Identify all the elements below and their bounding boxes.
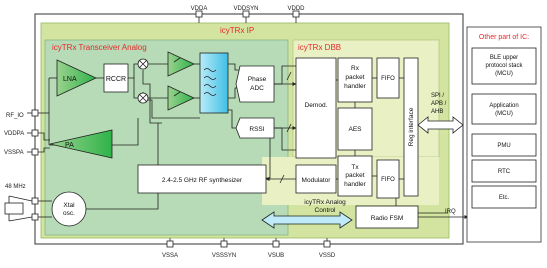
lna-block: LNA: [56, 59, 97, 97]
filter-block: [199, 52, 229, 114]
bottom-supply-pins: VSSA VSSSYN VSUB VSSD: [162, 240, 336, 259]
analog-title: icyTRx Transceiver Analog: [52, 43, 147, 52]
bus-arrow: SPI / APB / AHB: [417, 93, 464, 134]
pa-label: PA: [65, 142, 74, 149]
ble-stack-block: [471, 47, 537, 85]
lna-label: LNA: [63, 76, 77, 83]
xtal-label-2: osc.: [63, 210, 75, 217]
pad-xtal-2: [31, 213, 39, 221]
xtal-osc-block: Xtal osc.: [51, 191, 87, 227]
tx-handler-label-2: packet: [345, 172, 364, 179]
other-ic-title: Other part of IC:: [479, 34, 529, 41]
ip-title: icyTRx IP: [220, 26, 254, 35]
aes-block: AES: [337, 107, 373, 151]
modulator-block: Modulator: [295, 164, 337, 194]
pin-vddsyn: VDDSYN: [233, 6, 258, 12]
pad-vssa: [166, 240, 174, 248]
pad-vddd: [292, 10, 300, 18]
tx-handler-label-3: handler: [344, 181, 367, 188]
tx-handler-label-1: Tx: [351, 164, 359, 171]
rtc-block: [471, 159, 537, 183]
pad-vsssyn: [220, 240, 228, 248]
other-ic-panel: Other part of IC: BLE upper protocol sta…: [466, 26, 542, 243]
pin-vsssyn: VSSSYN: [212, 253, 236, 259]
application-label-1: Application: [489, 103, 518, 109]
synth-label: 2.4-2.5 GHz RF synthesizer: [162, 177, 243, 184]
pad-vsub: [272, 240, 280, 248]
tx-handler-block: Tx packet handler: [337, 155, 373, 197]
if-amplifiers: [167, 51, 195, 111]
rtc-label: RTC: [498, 169, 511, 175]
fifo-tx-label: FIFO: [381, 177, 395, 183]
rccr-block: RCCR: [103, 63, 129, 93]
if-amp-q-icon: [167, 85, 195, 111]
analog-control-arrow: icyTRx Analog Control: [261, 199, 353, 229]
pin-vsspa: VSSPA: [4, 150, 24, 156]
bus-label-3: AHB: [431, 109, 443, 115]
pad-vssd: [323, 240, 331, 248]
aes-label: AES: [348, 126, 362, 133]
rx-handler-label-2: packet: [345, 74, 364, 81]
rx-handler-label-1: Rx: [351, 65, 360, 72]
etc-block: [471, 185, 537, 209]
ble-stack-label-2: protocol stack: [485, 63, 523, 69]
pmu-block: [471, 133, 537, 157]
reg-interface-block: Reg interface: [403, 57, 419, 197]
rx-handler-label-3: handler: [344, 83, 367, 90]
mixer-icons: [137, 58, 149, 104]
pad-xtal-1: [31, 197, 39, 205]
pad-rf-io: [31, 109, 39, 117]
pmu-label: PMU: [497, 143, 510, 149]
fifo-tx-block: FIFO: [376, 159, 400, 199]
application-block: [471, 93, 537, 125]
pin-48mhz: 48 MHz: [5, 184, 26, 190]
modulator-label: Modulator: [302, 177, 332, 184]
fifo-rx-block: FIFO: [376, 57, 400, 99]
rx-handler-block: Rx packet handler: [337, 57, 373, 103]
pad-vddsyn: [242, 10, 250, 18]
left-pins: RF_IO VDDPA VSSPA 48 MHz: [4, 109, 39, 222]
fifo-rx-label: FIFO: [381, 76, 395, 82]
reg-interface-label: Reg interface: [408, 107, 415, 146]
radio-fsm-label: Radio FSM: [371, 215, 404, 222]
rssi-label: RSSI: [249, 126, 264, 133]
demod-label: Demod.: [305, 102, 328, 109]
pad-vddpa: [31, 129, 39, 137]
xtal-label-1: Xtal: [63, 202, 75, 209]
bus-label-1: SPI /: [431, 93, 444, 99]
rccr-label: RCCR: [106, 76, 126, 83]
pin-vddd: VDDD: [287, 6, 305, 12]
ble-stack-label-3: (MCU): [495, 71, 513, 77]
ble-stack-label-1: BLE upper: [490, 55, 518, 61]
pin-rf-io: RF_IO: [6, 113, 24, 119]
phase-adc-label-2: ADC: [250, 85, 264, 92]
analog-control-label-1: icyTRx Analog: [304, 199, 346, 206]
phase-adc-label-1: Phase: [248, 76, 267, 83]
etc-label: Etc.: [499, 195, 510, 201]
bus-label-2: APB /: [431, 101, 447, 107]
synth-block: 2.4-2.5 GHz RF synthesizer: [137, 164, 267, 194]
crystal-icon: [4, 202, 24, 215]
rssi-block: RSSI: [235, 117, 275, 139]
pad-vsspa: [31, 148, 39, 156]
pin-vdda: VDDA: [191, 6, 208, 12]
pad-vdda: [195, 10, 203, 18]
phase-adc-block: Phase ADC: [235, 65, 275, 103]
supply-leads: [169, 17, 328, 241]
pin-vssd: VSSD: [319, 253, 336, 259]
pa-block: PA: [49, 129, 113, 159]
dbb-title: icyTRx DBB: [298, 43, 341, 52]
pin-vsub: VSUB: [268, 253, 284, 259]
pin-vddpa: VDDPA: [4, 131, 24, 137]
pin-vssa: VSSA: [162, 253, 178, 259]
radio-fsm-block: Radio FSM: [355, 205, 419, 229]
irq-label: IRQ: [445, 209, 456, 215]
demod-block: Demod.: [295, 57, 337, 159]
dbb-wiring: [265, 71, 448, 214]
if-amp-i-icon: [167, 51, 195, 77]
irq-line: IRQ: [418, 209, 469, 219]
analog-control-label-2: Control: [315, 207, 337, 214]
application-label-2: (MCU): [495, 111, 513, 117]
